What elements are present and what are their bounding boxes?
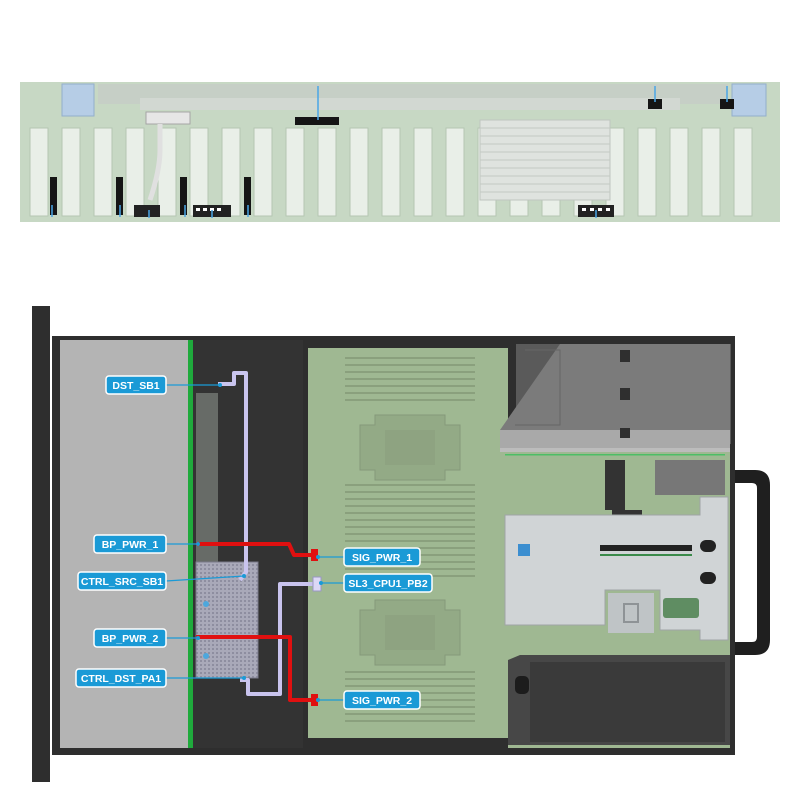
label-sl3-cpu1-pb2: SL3_CPU1_PB2 [343,573,433,593]
label-ctrl-dst-pa1: CTRL_DST_PA1 [75,668,167,688]
label-sig-pwr-2: SIG_PWR_2 [343,690,421,710]
sig-pwr-1-connector [311,549,318,561]
heatsink [479,119,611,201]
backplane-board [20,82,780,222]
svg-text:SL3_CPU1_PB2: SL3_CPU1_PB2 [348,578,428,590]
signal-cable-sb [218,371,248,582]
label-bp-pwr-1: BP_PWR_1 [93,534,167,554]
label-bp-pwr-2: BP_PWR_2 [93,628,167,648]
cpu-socket-2 [359,599,461,666]
svg-text:BP_PWR_2: BP_PWR_2 [102,633,159,645]
svg-text:SIG_PWR_1: SIG_PWR_1 [352,552,412,564]
label-sig-pwr-1: SIG_PWR_1 [343,547,421,567]
front-bezel [32,306,50,782]
cables [196,371,322,706]
left-handle [61,83,95,117]
power-cable-1 [196,542,314,557]
sig-pwr-2-connector [311,694,318,706]
drive-bay-slots [29,127,753,217]
svg-text:DST_SB1: DST_SB1 [112,380,159,392]
power-cable-2 [196,635,314,702]
psu-bottom [508,655,730,745]
svg-text:BP_PWR_1: BP_PWR_1 [102,539,159,551]
controller-card [195,561,259,679]
riser-area [504,460,729,641]
signal-cable-pa [240,582,316,696]
svg-text:CTRL_DST_PA1: CTRL_DST_PA1 [81,673,161,685]
psu-top [500,344,731,456]
cpu-socket-1 [359,414,461,481]
label-ctrl-src-sb1: CTRL_SRC_SB1 [77,571,167,591]
chassis [32,306,770,782]
rear-handle [735,470,770,655]
controller-card-panel [196,393,218,573]
labels: DST_SB1 BP_PWR_1 CTRL_SRC_SB1 BP_PWR_2 C… [75,375,433,710]
right-handle [731,83,767,117]
label-dst-sb1: DST_SB1 [105,375,167,395]
riser-slot [600,545,692,551]
svg-text:CTRL_SRC_SB1: CTRL_SRC_SB1 [81,576,163,588]
svg-text:SIG_PWR_2: SIG_PWR_2 [352,695,412,707]
